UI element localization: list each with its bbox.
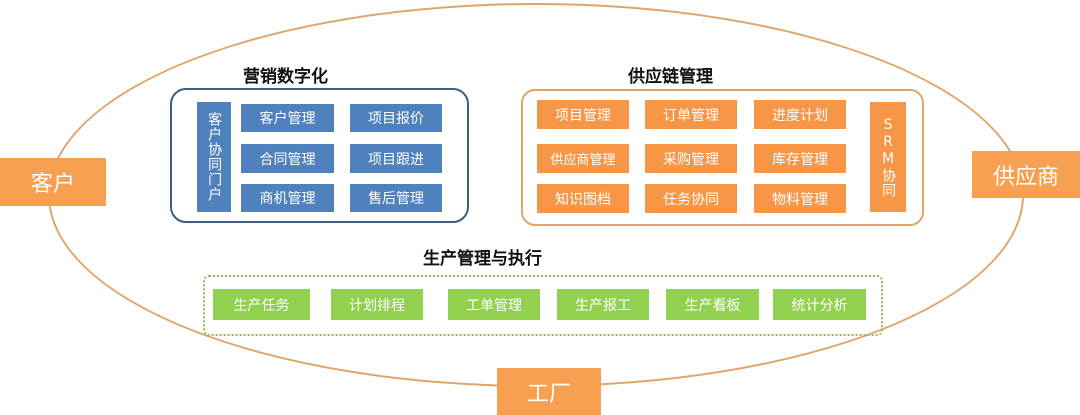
prod-item-report: 生产报工: [557, 289, 649, 320]
marketing-item-contract: 合同管理: [241, 144, 334, 173]
supply-item-schedule: 进度计划: [754, 100, 846, 129]
prod-item-scheduling: 计划排程: [331, 289, 423, 320]
customer-portal-box: 客户协同门户: [197, 102, 231, 212]
marketing-item-customer-mgmt: 客户管理: [241, 104, 334, 132]
marketing-item-quote: 项目报价: [350, 104, 442, 132]
prod-item-analytics: 统计分析: [773, 289, 866, 320]
supply-item-inventory: 库存管理: [754, 144, 846, 173]
supply-chain-group: [521, 89, 924, 226]
supply-item-documents: 知识图档: [537, 184, 629, 213]
prod-item-kanban: 生产看板: [666, 289, 759, 320]
marketing-item-opportunity: 商机管理: [241, 184, 334, 212]
supply-item-task-collab: 任务协同: [645, 184, 737, 213]
production-title: 生产管理与执行: [423, 249, 542, 269]
customer-label: 客户: [0, 158, 106, 206]
prod-item-task: 生产任务: [213, 289, 310, 320]
supplier-label: 供应商: [972, 151, 1080, 198]
supply-item-order: 订单管理: [645, 100, 737, 129]
supply-item-supplier-mgmt: 供应商管理: [537, 144, 629, 173]
factory-label: 工厂: [497, 368, 601, 415]
supply-chain-title: 供应链管理: [628, 67, 713, 87]
srm-box: SRM协同: [870, 102, 906, 212]
marketing-item-aftersales: 售后管理: [350, 184, 442, 212]
prod-item-workorder: 工单管理: [448, 289, 540, 320]
marketing-item-followup: 项目跟进: [350, 144, 442, 173]
marketing-group: [170, 88, 469, 223]
srm-label: SRM协同: [880, 116, 897, 198]
supply-item-purchasing: 采购管理: [645, 144, 737, 173]
supply-item-project: 项目管理: [537, 100, 629, 129]
production-group: [203, 275, 883, 336]
supply-item-material: 物料管理: [754, 184, 846, 213]
customer-portal-label: 客户协同门户: [206, 112, 223, 202]
marketing-title: 营销数字化: [243, 67, 328, 87]
